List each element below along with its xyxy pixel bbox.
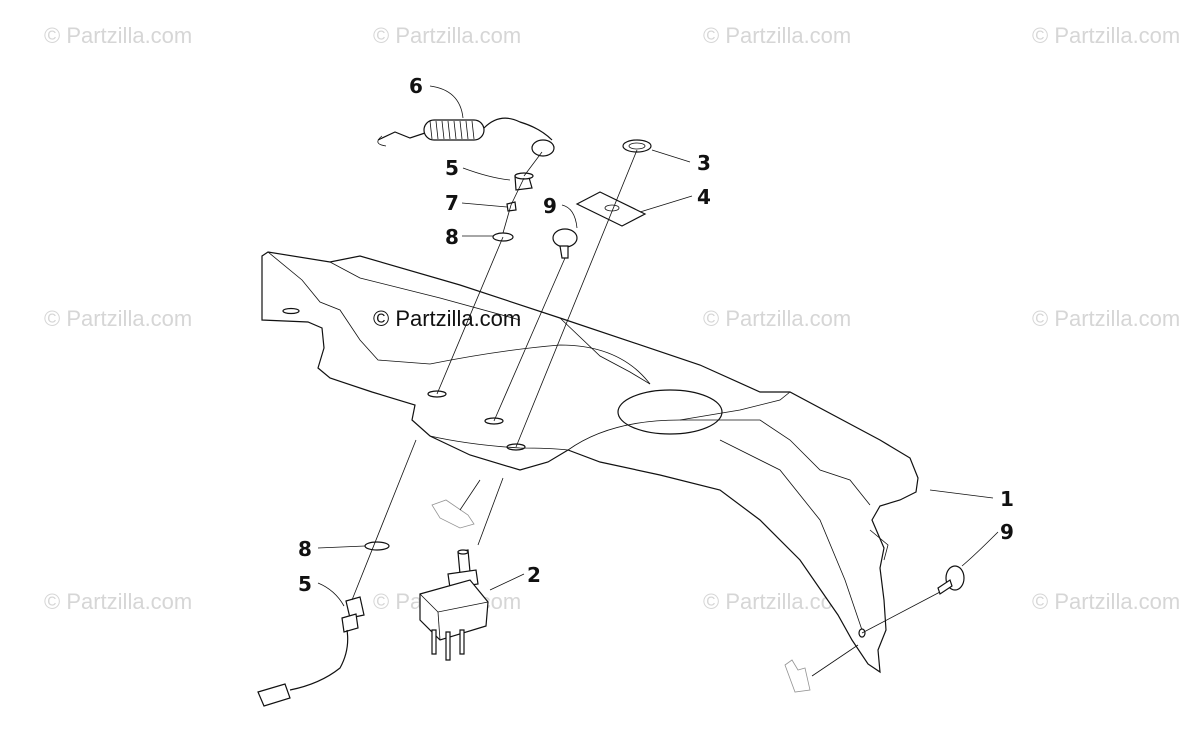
grommet-part bbox=[622, 139, 652, 153]
watermark-center: © Partzilla.com bbox=[373, 306, 521, 331]
toggle-switch-part bbox=[419, 549, 489, 661]
ghost-clip bbox=[431, 499, 811, 693]
bolt-lower-part bbox=[937, 565, 965, 595]
tether-cord-part bbox=[377, 117, 555, 157]
washer-lower-part bbox=[364, 541, 390, 551]
callout-9-upper: 9 bbox=[543, 194, 557, 218]
watermark: © Partzilla.com bbox=[703, 23, 851, 48]
callout-labels: 6 5 7 8 9 3 4 1 9 8 5 2 bbox=[298, 74, 1014, 596]
bolt-upper-part bbox=[552, 228, 578, 259]
watermark-grid: © Partzilla.com © Partzilla.com © Partzi… bbox=[44, 23, 1180, 614]
watermark: © Partzilla.com bbox=[703, 306, 851, 331]
callout-9-lower: 9 bbox=[1000, 520, 1014, 544]
callout-8-lower: 8 bbox=[298, 537, 312, 561]
watermark: © Partzilla.com bbox=[1032, 589, 1180, 614]
console-panel bbox=[261, 251, 919, 674]
kill-switch-part bbox=[257, 596, 365, 707]
watermark: © Partzilla.com bbox=[1032, 306, 1180, 331]
gasket-part bbox=[575, 191, 647, 227]
callout-6: 6 bbox=[409, 74, 423, 98]
callout-5-lower: 5 bbox=[298, 572, 312, 596]
callout-1: 1 bbox=[1000, 487, 1014, 511]
callout-8-upper: 8 bbox=[445, 225, 459, 249]
watermark: © Partzilla.com bbox=[44, 306, 192, 331]
leader-lines bbox=[317, 85, 999, 677]
callout-4: 4 bbox=[697, 185, 711, 209]
callout-7: 7 bbox=[445, 191, 459, 215]
watermark: © Partzilla.com bbox=[373, 23, 521, 48]
watermark: © Partzilla.com bbox=[44, 23, 192, 48]
watermark: © Partzilla.com bbox=[44, 589, 192, 614]
callout-2: 2 bbox=[527, 563, 541, 587]
callout-5-upper: 5 bbox=[445, 156, 459, 180]
watermark: © Partzilla.com bbox=[1032, 23, 1180, 48]
callout-3: 3 bbox=[697, 151, 711, 175]
